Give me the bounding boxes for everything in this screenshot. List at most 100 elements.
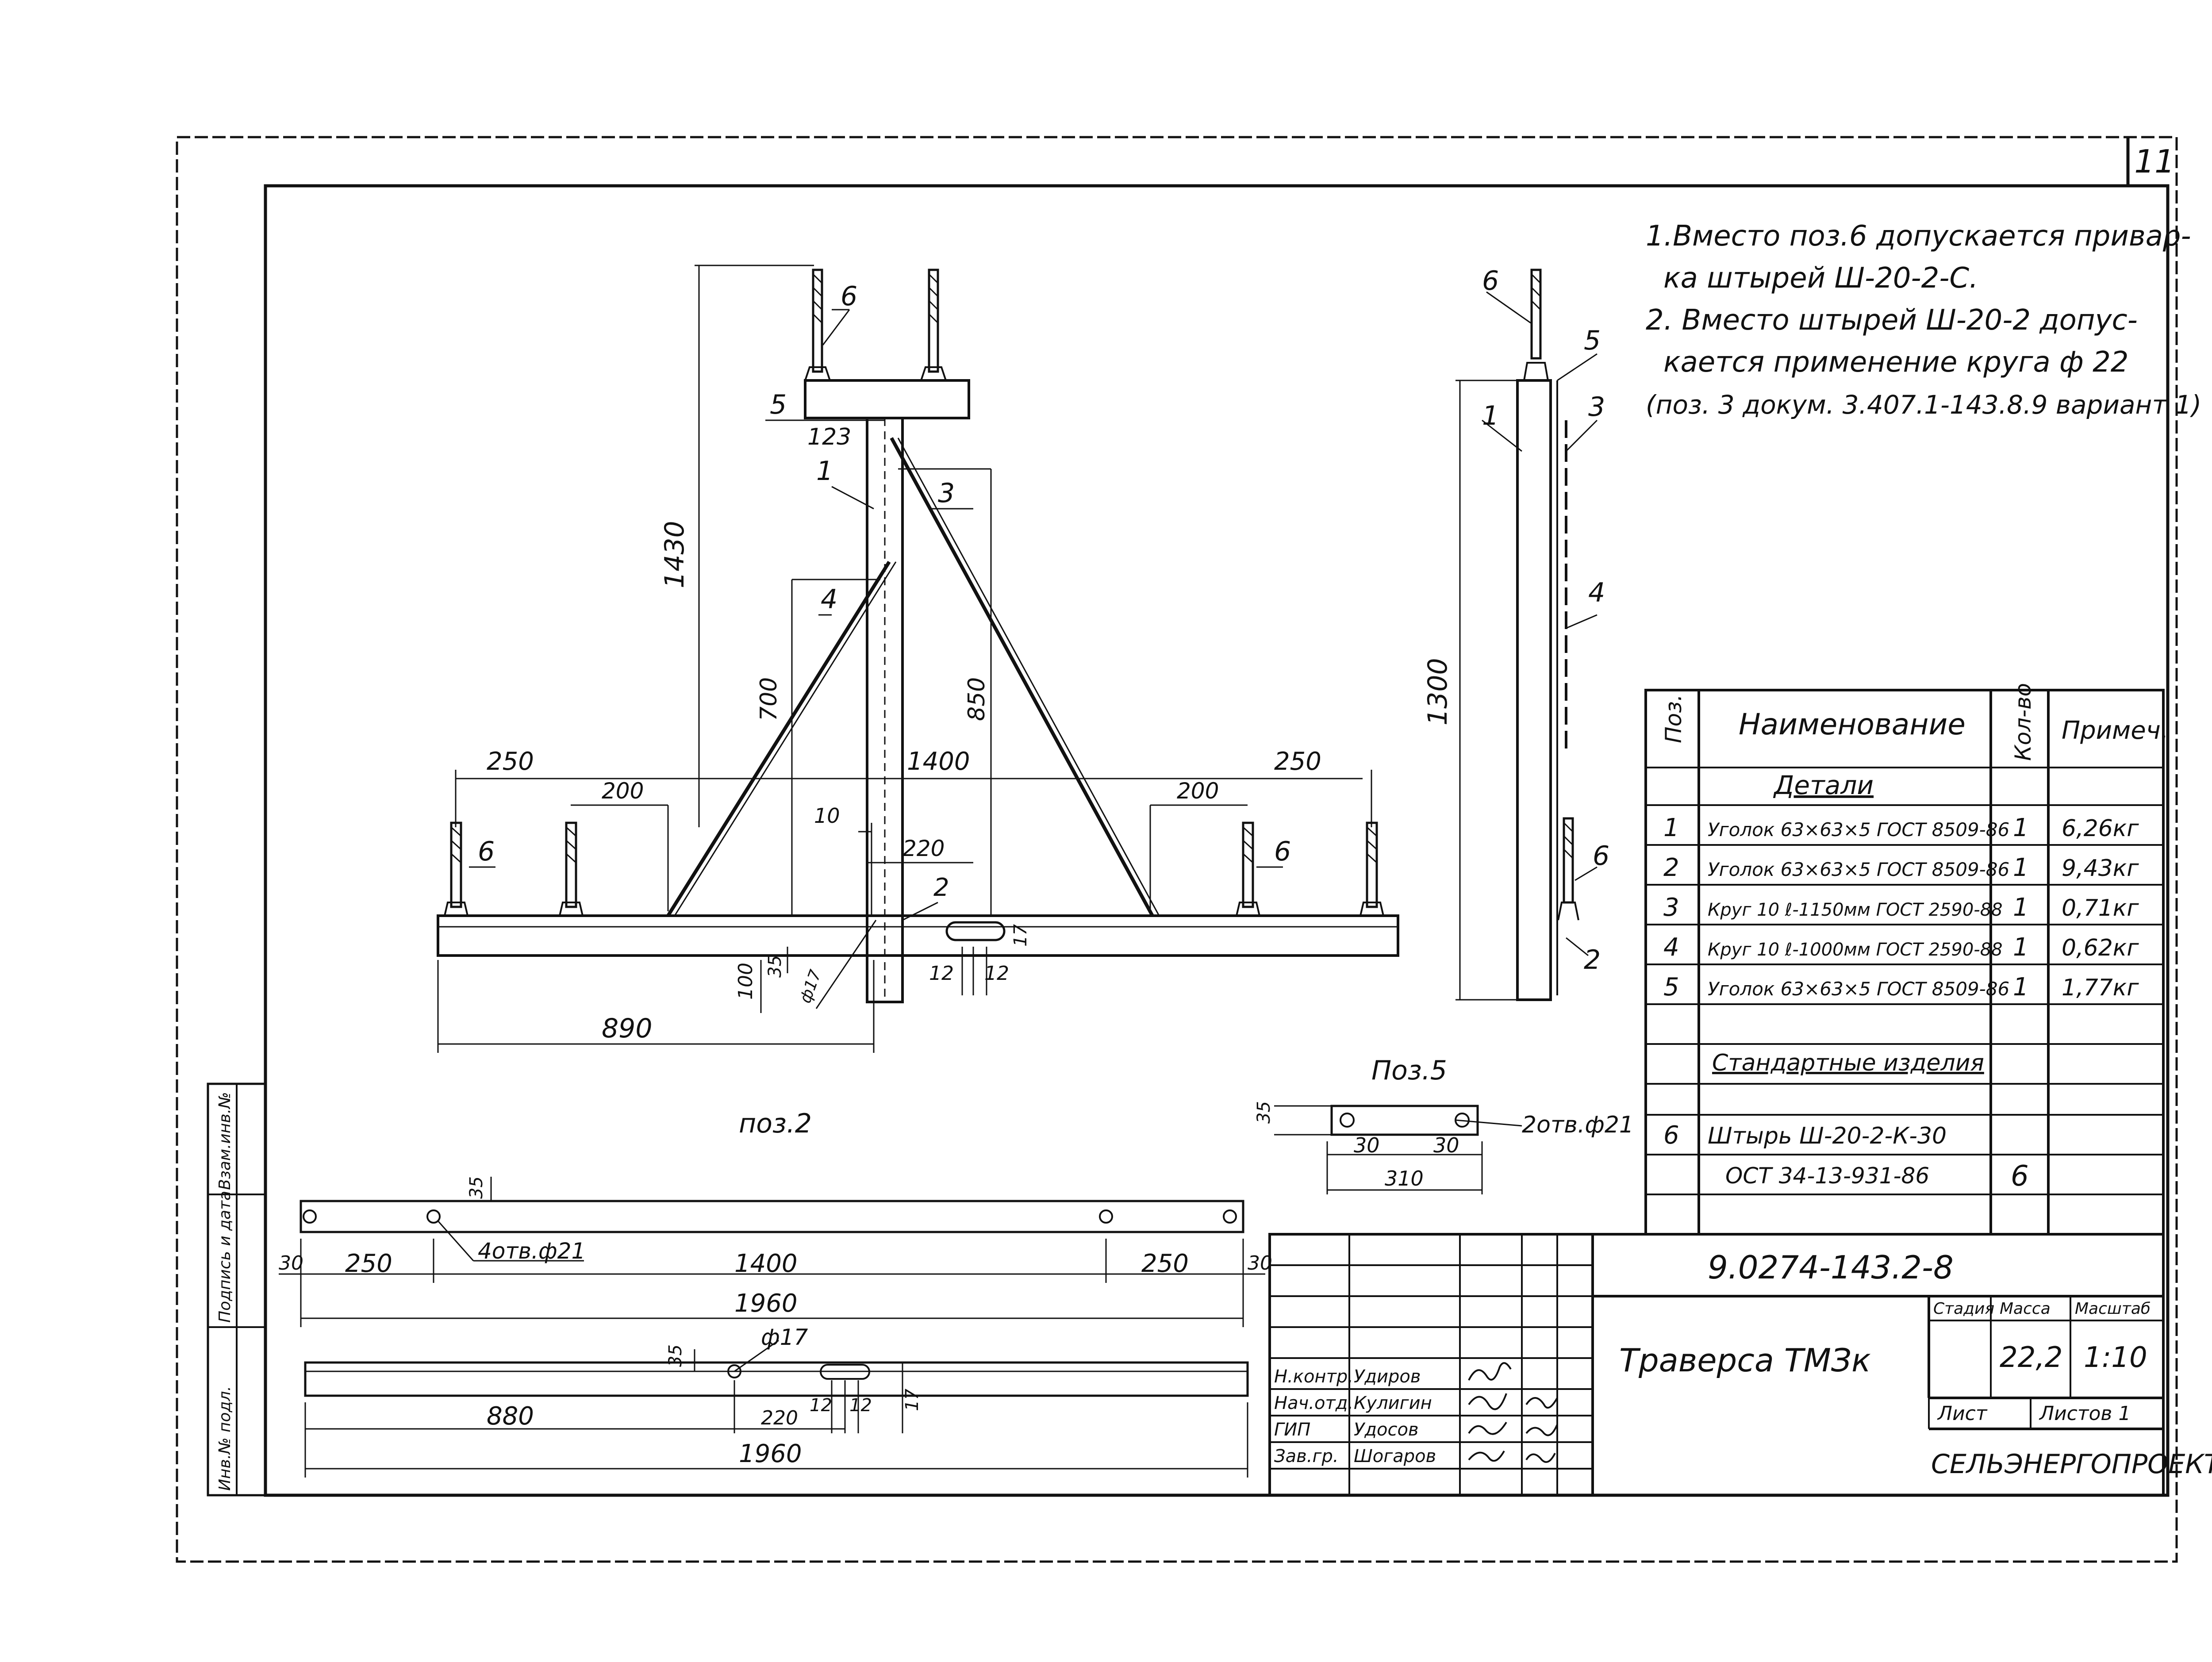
pos-label-5: 5 [770,389,787,420]
side-pos-label-6-top: 6 [1482,265,1499,296]
pos2-holes: 4отв.ф21 [478,1238,585,1264]
pos2-dim-30-right: 30 [1248,1252,1272,1274]
pos-label-6-left: 6 [478,836,495,867]
signer-name-3: Удосов [1354,1420,1419,1440]
side-pos-label-4: 4 [1588,577,1605,608]
row2-note: 9,43кг [2062,855,2139,882]
pos2-detail: поз.2 35 4отв.ф21 30 250 1400 250 30 196… [279,1108,1272,1478]
dim-220: 220 [902,836,945,861]
title-block: 9.0274-143.2-8 Траверса ТМЗк Стадия Масс… [1268,1233,2212,1497]
organization: СЕЛЬЭНЕРГОПРОЕКТ [1931,1449,2212,1480]
pos2-dim-220: 220 [761,1407,798,1429]
row5-name: Уголок 63×63×5 ГОСТ 8509-86 [1708,978,2009,1000]
drawing-title: Траверса ТМЗк [1619,1342,1871,1379]
side-view: 1300 6 1 5 3 4 6 2 [1422,265,1609,1001]
col-header-name: Наименование [1739,707,1966,741]
pos2-hole-17: ф17 [761,1324,808,1350]
row1-name: Уголок 63×63×5 ГОСТ 8509-86 [1708,819,2009,841]
row1-qty: 1 [2013,814,2029,842]
std-row1-name: Штырь Ш-20-2-К-30 [1708,1123,1947,1149]
pos2-dim-35-top: 35 [466,1176,487,1199]
dim-850: 850 [964,677,990,721]
dim-17: 17 [1010,924,1031,947]
pos5-dim-310: 310 [1385,1167,1424,1190]
dim-100: 100 [734,963,757,1000]
pos5-plate [1330,1105,1479,1136]
row4-pos: 4 [1663,933,1679,962]
label-scale: Масштаб [2075,1300,2151,1318]
pos2-dim-880: 880 [487,1402,534,1431]
pos-label-1: 1 [816,456,833,487]
side-pos-label-3: 3 [1588,392,1605,422]
row4-note: 0,62кг [2062,935,2139,961]
sheet-number: 11 [2134,143,2175,180]
notes: 1.Вместо поз.6 допускается привар- ка шт… [1646,220,2201,420]
side-pos-label-5: 5 [1584,325,1601,356]
pos2-elevation [304,1361,1249,1397]
label-sheets: Листов 1 [2039,1402,2131,1425]
pos5-dim-35: 35 [1254,1101,1274,1124]
dim-123: 123 [807,424,851,450]
pos5-holes: 2отв.ф21 [1522,1112,1634,1138]
signer-role-3: ГИП [1274,1420,1310,1440]
front-view: 1430 123 700 850 1400 250 250 200 200 10… [437,265,1399,1053]
row2-name: Уголок 63×63×5 ГОСТ 8509-86 [1708,859,2009,880]
note-line-1: 1.Вместо поз.6 допускается привар- [1646,220,2191,253]
pos5-detail: Поз.5 35 30 30 310 2отв.ф21 [1254,1055,1634,1194]
pos5-dim-30b: 30 [1433,1133,1459,1157]
section-details: Детали [1773,770,1874,800]
pos-label-6-top: 6 [841,281,857,312]
signer-role-2: Нач.отд. [1274,1393,1353,1413]
pin-beam-2 [559,821,584,916]
dim-700: 700 [756,677,782,721]
dim-250-right: 250 [1274,747,1321,776]
pos-label-3: 3 [938,478,955,509]
signer-role-1: Н.контр. [1274,1366,1353,1387]
pos2-dim-1960-top: 1960 [734,1289,798,1318]
stamp-signature-date: Подпись и дата [216,1191,234,1323]
row3-pos: 3 [1663,893,1679,922]
std-row2-name: ОСТ 34-13-931-86 [1725,1163,1929,1189]
note-line-4: кается применение круга ф 22 [1663,346,2129,379]
pos-label-6-right: 6 [1274,836,1291,867]
row2-qty: 1 [2013,853,2029,882]
row4-qty: 1 [2013,933,2029,962]
row5-note: 1,77кг [2062,975,2139,1001]
brace-pos3 [890,437,1154,917]
pos2-dim-250-right: 250 [1141,1249,1189,1278]
mass-value: 22,2 [2000,1341,2063,1374]
side-pin-top [1523,269,1549,381]
dim-35: 35 [765,955,785,978]
front-dimensions [437,265,1372,1053]
label-sheet: Лист [1937,1402,1988,1425]
row5-pos: 5 [1663,973,1679,1002]
pin-beam-3 [1236,821,1260,916]
row3-qty: 1 [2013,893,2029,922]
pos2-dim-12a: 12 [810,1395,832,1416]
row1-note: 6,26кг [2062,815,2139,842]
label-stage: Стадия [1933,1300,1994,1318]
pin-top-right [920,269,947,381]
row4-name: Круг 10 ℓ-1000мм ГОСТ 2590-88 [1708,940,2003,960]
pos2-plan [300,1200,1244,1233]
pos5-dim-30a: 30 [1354,1133,1380,1157]
pos2-dim-35-bottom: 35 [665,1344,686,1367]
label-mass: Масса [2000,1300,2051,1318]
dim-12b: 12 [984,962,1009,985]
note-line-5: (поз. 3 докум. 3.407.1-143.8.9 вариант 1… [1646,390,2201,420]
note-line-3: 2. Вместо штырей Ш-20-2 допус- [1646,304,2138,337]
dim-200-right: 200 [1177,778,1219,804]
signer-name-4: Шогаров [1354,1446,1436,1466]
pos-label-4: 4 [821,584,837,615]
dim-200-left: 200 [602,778,644,804]
signer-name-1: Удиров [1354,1366,1421,1387]
scale-value: 1:10 [2084,1341,2147,1374]
pos5-title: Поз.5 [1371,1055,1447,1086]
row5-qty: 1 [2013,973,2029,1002]
dim-10: 10 [814,804,840,828]
col-header-qty: Кол-во [2010,683,2036,761]
side-pos-label-2: 2 [1584,944,1601,975]
row1-pos: 1 [1663,814,1679,842]
pos2-title: поз.2 [739,1108,812,1139]
dim-1430: 1430 [659,521,690,588]
